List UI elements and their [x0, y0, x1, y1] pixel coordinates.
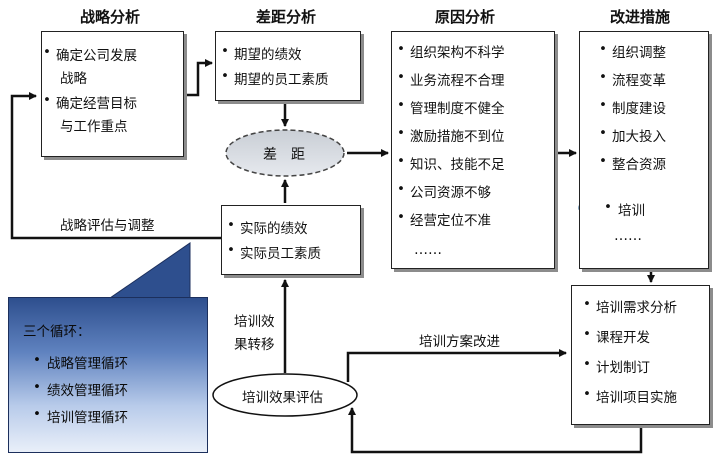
improve-item: 流程变革: [598, 69, 708, 97]
improve-item: 组织调整: [598, 41, 708, 69]
cause-item: 管理制度不健全: [396, 97, 554, 125]
strategy-item-cont: 与工作重点: [60, 119, 128, 135]
transfer-label-2: 果转移: [234, 337, 275, 353]
cause-item: 组织架构不科学: [396, 41, 554, 69]
header-gap: 差距分析: [255, 8, 317, 26]
strategy-box: 确定公司发展 战略 确定经营目标 与工作重点: [41, 31, 184, 157]
strategy-item-cont: 战略: [60, 71, 87, 87]
cause-item: 业务流程不合理: [396, 69, 554, 97]
improve-item: 整合资源: [598, 153, 708, 181]
strategy-item: 确定经营目标: [42, 92, 183, 115]
improve-item: 制度建设: [598, 97, 708, 125]
gap-node-label: 差 距: [263, 147, 305, 163]
header-strategy: 战略分析: [79, 8, 141, 26]
cause-item: 公司资源不够: [396, 181, 554, 209]
strategy-item: 确定公司发展: [42, 44, 183, 67]
improve-ellipsis: ……: [614, 228, 642, 244]
callout-item: 绩效管理循环: [33, 379, 128, 406]
callout-item: 培训管理循环: [33, 406, 128, 433]
header-cause: 原因分析: [434, 8, 496, 26]
training-box: 培训需求分析 课程开发 计划制订 培训项目实施: [571, 285, 710, 425]
actual-item: 实际员工素质: [226, 242, 360, 267]
cause-item: 知识、技能不足: [396, 153, 554, 181]
arrow-strategy-to-gap: [185, 59, 213, 97]
training-item: 培训项目实施: [582, 386, 709, 416]
arrow-training-to-evaluation: [348, 407, 643, 454]
gap-node-shape: [225, 129, 345, 177]
improve-box: 组织调整 流程变革 制度建设 加大投入 整合资源 ……: [579, 31, 709, 269]
improve-item: 加大投入: [598, 125, 708, 153]
cycles-callout: 三个循环： 战略管理循环 绩效管理循环 培训管理循环: [8, 297, 208, 453]
expected-box: 期望的绩效 期望的员工素质: [215, 31, 361, 101]
cause-ellipsis: ……: [414, 242, 442, 258]
evaluation-node-shape: [212, 373, 358, 417]
strategy-eval-label: 战略评估与调整: [60, 218, 155, 234]
training-item: 培训需求分析: [582, 296, 709, 326]
callout-title: 三个循环：: [23, 324, 91, 340]
actual-item: 实际的绩效: [226, 217, 360, 242]
cause-item: 激励措施不到位: [396, 125, 554, 153]
cause-box: 组织架构不科学 业务流程不合理 管理制度不健全 激励措施不到位 知识、技能不足 …: [391, 31, 555, 269]
transfer-label-1: 培训效: [234, 314, 275, 330]
expected-item: 期望的绩效: [220, 43, 360, 68]
cause-item: 经营定位不准: [396, 209, 554, 237]
training-item: 课程开发: [582, 326, 709, 356]
arrow-plan-improve: [346, 349, 567, 382]
evaluation-node-label: 培训效果评估: [242, 390, 323, 406]
actual-box: 实际的绩效 实际员工素质: [221, 205, 361, 275]
improve-item-training: •培训: [604, 199, 645, 219]
arrow-strategy-eval-loop: [10, 92, 221, 240]
expected-item: 期望的员工素质: [220, 68, 360, 93]
plan-improve-label: 培训方案改进: [419, 334, 500, 350]
training-item: 计划制订: [582, 356, 709, 386]
header-improve: 改进措施: [609, 8, 671, 26]
callout-pointer: [108, 242, 191, 299]
callout-item: 战略管理循环: [33, 352, 128, 379]
